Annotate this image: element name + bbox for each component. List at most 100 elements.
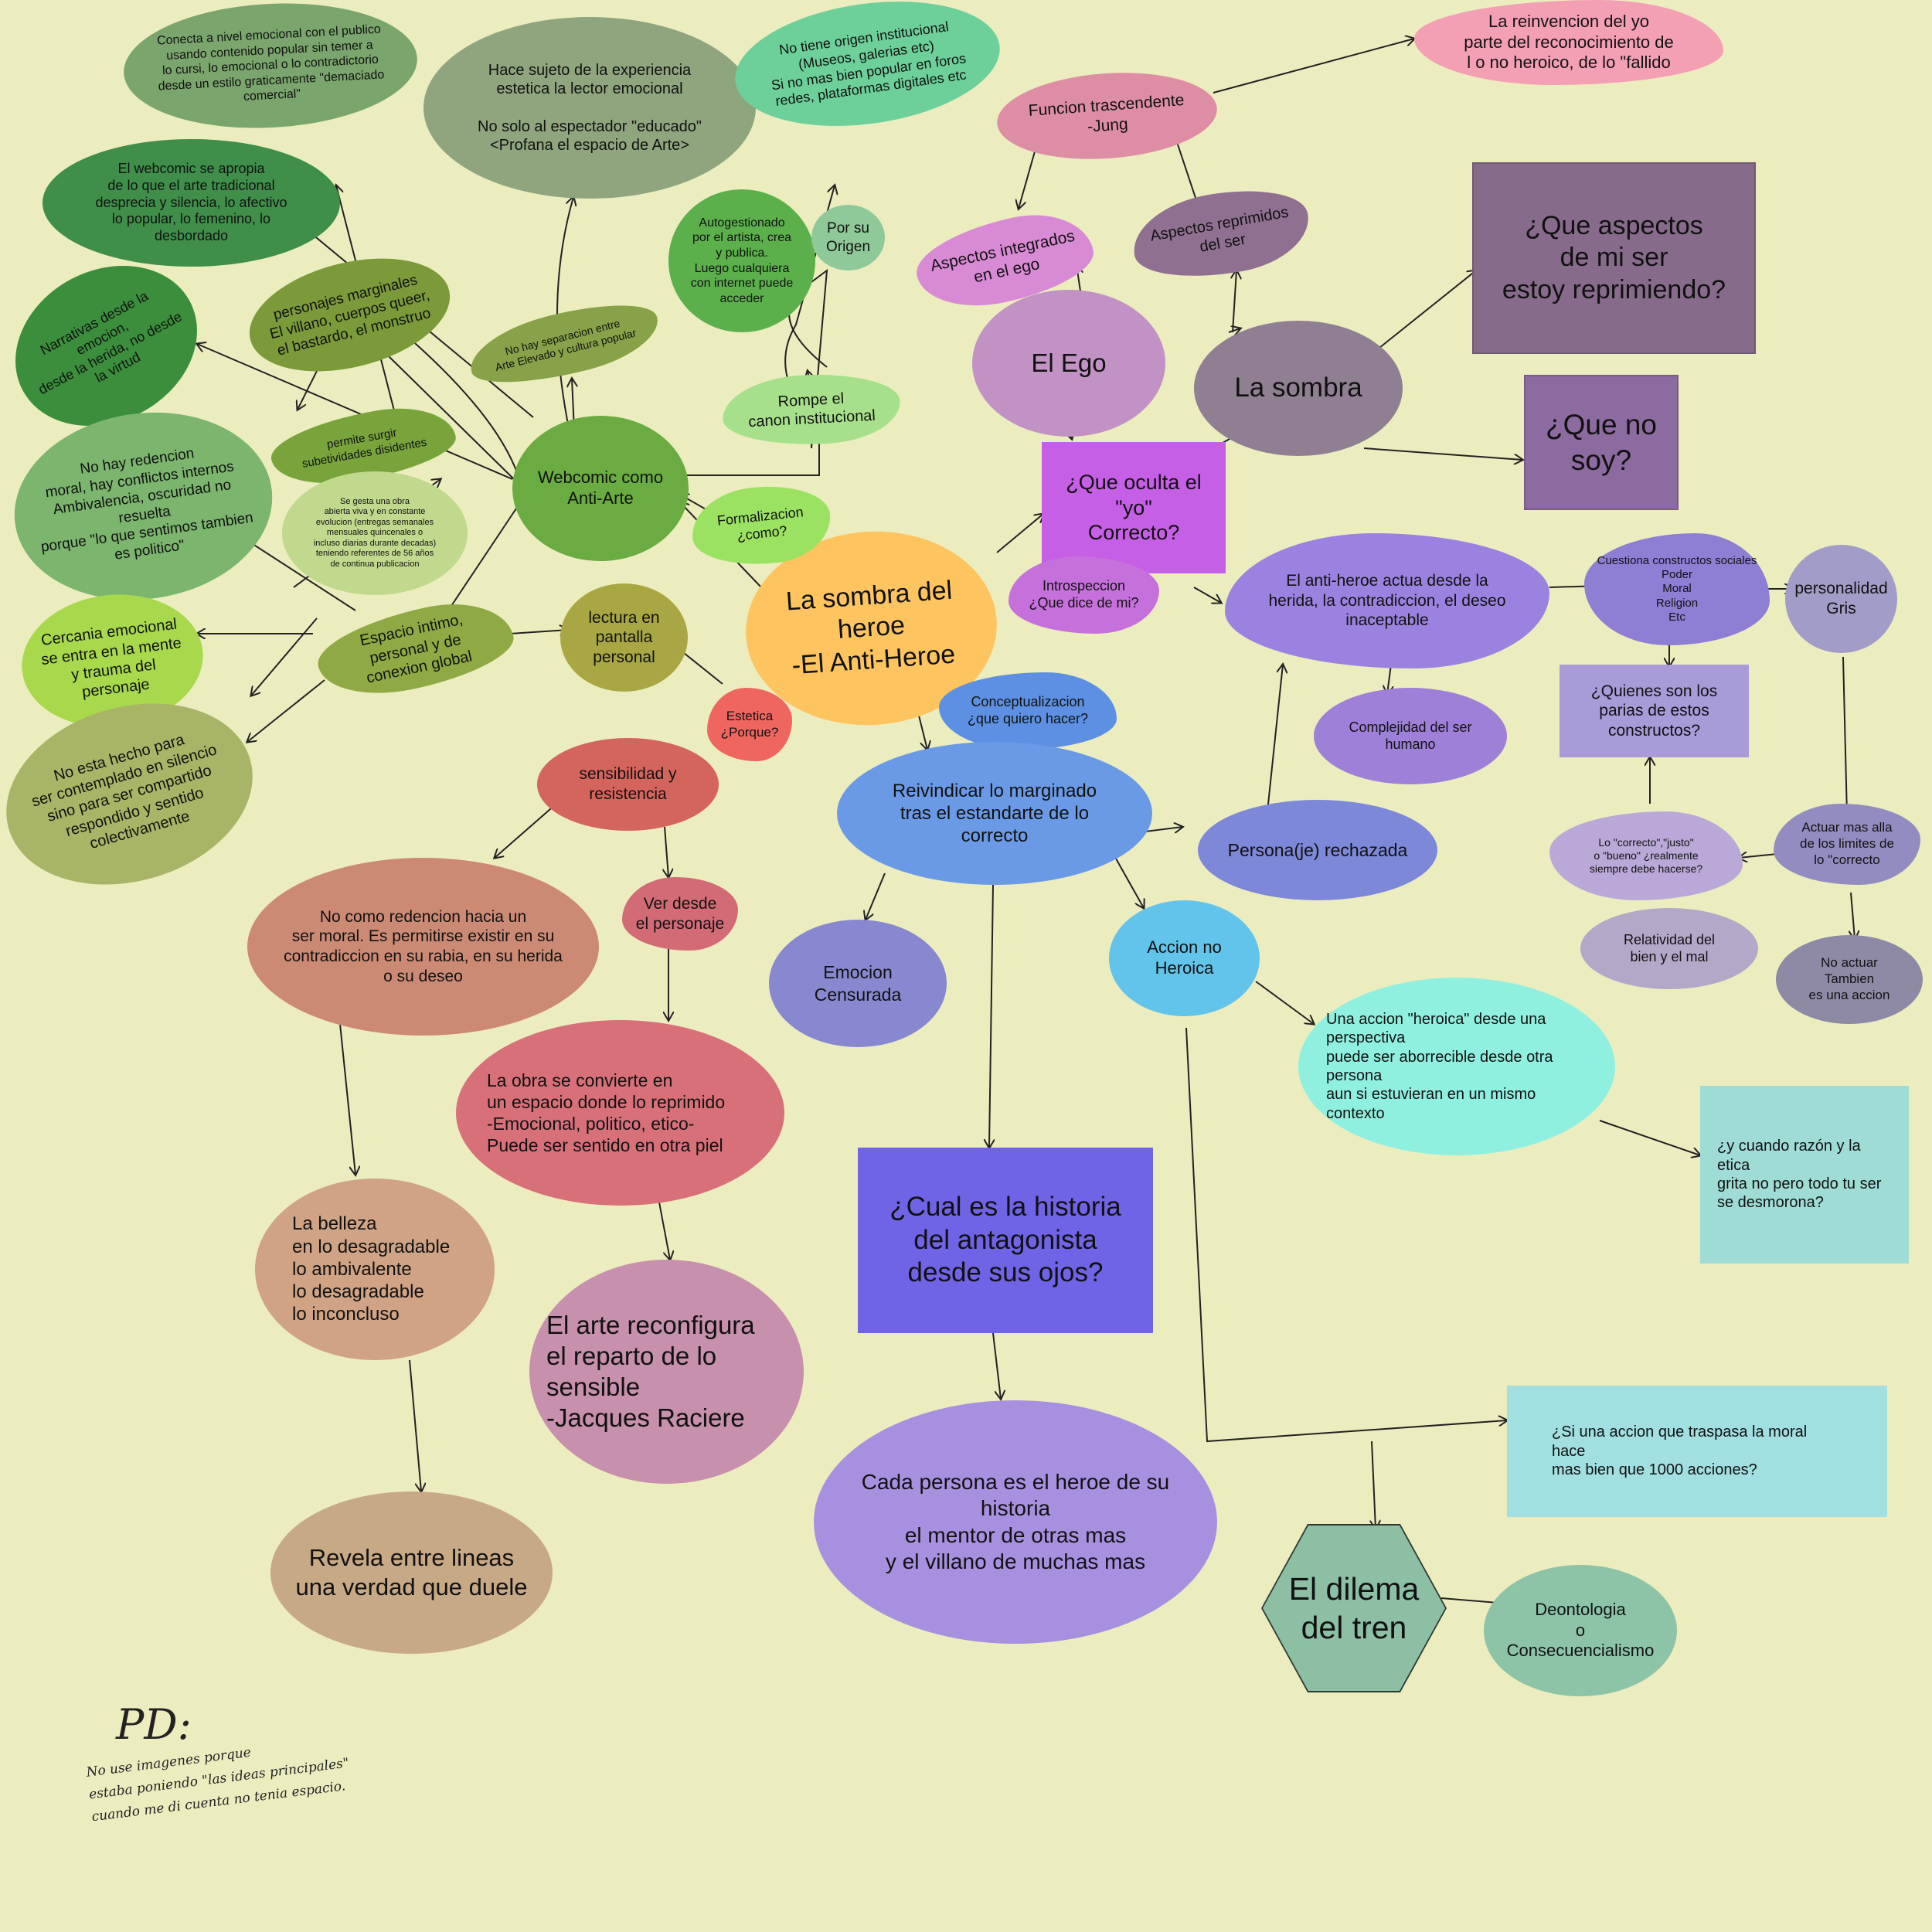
cercania-label: Cercania emocional se entra en la mente …	[39, 615, 182, 702]
que-oculta-node[interactable]: ¿Que oculta el "yo" Correcto?	[1042, 442, 1226, 573]
si-accion-node[interactable]: ¿Si una accion que traspasa la moral hac…	[1507, 1386, 1887, 1517]
actuar-mas-alla-label: Actuar mas alla de los limites de lo "co…	[1800, 820, 1894, 867]
que-no-soy-label: ¿Que no soy?	[1546, 409, 1657, 476]
edge	[409, 1359, 421, 1492]
estetica-label: Estetica ¿Porque?	[720, 708, 779, 740]
no-redencion-label: No hay redencion moral, hay conflictos i…	[39, 445, 255, 564]
cada-persona-node[interactable]: Cada persona es el heroe de su historia …	[814, 1400, 1217, 1644]
emocion-censurada-node[interactable]: Emocion Censurada	[769, 920, 947, 1047]
edge	[1185, 1027, 1507, 1443]
espacio-intimo-label: Espacio intimo, personal y de conexion g…	[358, 611, 474, 687]
reinvencion-node[interactable]: La reinvencion del yo parte del reconoci…	[1414, 0, 1723, 85]
cuando-razon-node[interactable]: ¿y cuando razón y la etica grita no pero…	[1700, 1086, 1909, 1264]
accion-heroica-perspectiva-node[interactable]: Una accion "heroica" desde una perspecti…	[1298, 978, 1615, 1155]
edge	[665, 826, 668, 877]
apropia-node[interactable]: El webcomic se apropia de lo que el arte…	[43, 139, 340, 267]
aspectos-reprimidos-label: Aspectos reprimidos del ser	[1148, 203, 1290, 256]
revela-label: Revela entre lineas una verdad que duele	[295, 1544, 528, 1600]
edge	[680, 434, 819, 476]
que-aspectos-node[interactable]: ¿Que aspectos de mi ser estoy reprimiend…	[1472, 162, 1756, 354]
no-redencion-moral-label: No como redencion hacia un ser moral. Es…	[284, 907, 563, 985]
edge	[495, 803, 557, 858]
postscript-title: PD:	[116, 1700, 192, 1749]
obra-espacio-node[interactable]: La obra se convierte en un espacio donde…	[456, 1020, 784, 1206]
formalizacion-label: Formalizacion ¿como?	[716, 504, 804, 544]
cual-historia-node[interactable]: ¿Cual es la historia del antagonista des…	[858, 1148, 1153, 1333]
apropia-label: El webcomic se apropia de lo que el arte…	[95, 160, 287, 244]
autogestion-node[interactable]: Autogestionado por el artista, crea y pu…	[668, 189, 815, 332]
la-sombra-label: La sombra	[1234, 372, 1362, 403]
actuar-mas-alla-node[interactable]: Actuar mas alla de los limites de lo "co…	[1774, 804, 1920, 885]
revela-node[interactable]: Revela entre lineas una verdad que duele	[270, 1492, 553, 1654]
deontologia-label: Deontologia o Consecuencialismo	[1506, 1599, 1655, 1661]
no-actuar-label: No actuar Tambien es una accion	[1808, 955, 1890, 1002]
lo-correcto-justo-label: Lo "correcto","justo" o "bueno" ¿realmen…	[1589, 835, 1703, 876]
surgir-label: permite surgir subetividades disidentes	[301, 426, 428, 471]
edge	[1213, 39, 1414, 94]
edge	[1228, 328, 1240, 332]
que-no-soy-node[interactable]: ¿Que no soy?	[1524, 375, 1679, 510]
cuestiona-node[interactable]: Cuestiona constructos sociales Poder Mor…	[1584, 533, 1770, 645]
edge	[1233, 270, 1236, 333]
cual-historia-label: ¿Cual es la historia del antagonista des…	[889, 1191, 1121, 1288]
accion-no-heroica-label: Accion no Heroica	[1147, 937, 1222, 978]
conceptualizacion-node[interactable]: Conceptualizacion ¿que quiero hacer?	[939, 672, 1117, 750]
ver-desde-label: Ver desde el personaje	[635, 894, 725, 933]
deontologia-node[interactable]: Deontologia o Consecuencialismo	[1484, 1565, 1677, 1696]
que-oculta-label: ¿Que oculta el "yo" Correcto?	[1066, 470, 1202, 545]
relatividad-node[interactable]: Relatividad del bien y el mal	[1580, 908, 1758, 989]
cuando-razon-label: ¿y cuando razón y la etica grita no pero…	[1717, 1138, 1882, 1212]
edge	[339, 1023, 355, 1175]
postscript-note: PD: No use imagenes porque estaba ponien…	[85, 1700, 363, 1839]
la-sombra-node[interactable]: La sombra	[1194, 321, 1403, 456]
reivindicar-label: Reivindicar lo marginado tras el estanda…	[892, 780, 1097, 847]
estetica-node[interactable]: Estetica ¿Porque?	[707, 688, 792, 761]
edge	[1379, 270, 1476, 349]
lo-correcto-justo-node[interactable]: Lo "correcto","justo" o "bueno" ¿realmen…	[1549, 811, 1743, 900]
complejidad-node[interactable]: Complejidad del ser humano	[1314, 688, 1507, 784]
sensibilidad-label: sensibilidad y resistencia	[579, 765, 677, 803]
ver-desde-node[interactable]: Ver desde el personaje	[622, 877, 738, 951]
reivindicar-node[interactable]: Reivindicar lo marginado tras el estanda…	[837, 742, 1152, 885]
personalidad-gris-node[interactable]: personalidad Gris	[1785, 545, 1897, 653]
introspeccion-node[interactable]: Introspeccion ¿Que dice de mi?	[1009, 556, 1159, 634]
edge	[866, 872, 886, 920]
edge	[1255, 981, 1314, 1024]
edge	[989, 884, 993, 1148]
introspeccion-label: Introspeccion ¿Que dice de mi?	[1029, 578, 1139, 611]
edge	[1372, 1440, 1376, 1529]
persona-rechazada-label: Persona(je) rechazada	[1227, 839, 1408, 860]
conecta-label: Conecta a nivel emocional con el publico…	[156, 22, 385, 104]
dilema-inner: El dilema del tren	[1263, 1526, 1445, 1691]
narrativas-label: Narrativas desde la emocion, desde la he…	[36, 287, 185, 397]
por-su-origen-node[interactable]: Por su Origen	[811, 205, 885, 270]
belleza-node[interactable]: La belleza en lo desagradable lo ambival…	[255, 1179, 495, 1360]
edge	[1599, 1120, 1700, 1155]
edge	[1739, 854, 1778, 858]
personalidad-gris-label: personalidad Gris	[1794, 580, 1888, 617]
reinvencion-label: La reinvencion del yo parte del reconoci…	[1464, 11, 1674, 73]
edge	[1267, 665, 1283, 812]
sensibilidad-node[interactable]: sensibilidad y resistencia	[537, 738, 719, 831]
edge	[247, 679, 325, 742]
persona-rechazada-node[interactable]: Persona(je) rechazada	[1198, 800, 1437, 900]
webcomic-node[interactable]: Webcomic como Anti-Arte	[512, 416, 689, 561]
anti-heroe-actua-node[interactable]: El anti-heroe actua desde la herida, la …	[1225, 533, 1549, 668]
arte-reconfigura-node[interactable]: El arte reconfigura el reparto de lo sen…	[529, 1260, 804, 1484]
quienes-parias-label: ¿Quienes son los parias de estos constru…	[1590, 682, 1718, 740]
webcomic-label: Webcomic como Anti-Arte	[537, 468, 664, 508]
no-actuar-node[interactable]: No actuar Tambien es una accion	[1776, 935, 1923, 1024]
el-ego-node[interactable]: El Ego	[972, 290, 1165, 437]
conceptualizacion-label: Conceptualizacion ¿que quiero hacer?	[967, 694, 1089, 726]
no-redencion-moral-node[interactable]: No como redencion hacia un ser moral. Es…	[247, 858, 599, 1036]
quienes-parias-node[interactable]: ¿Quienes son los parias de estos constru…	[1560, 665, 1749, 757]
edge	[992, 1332, 1001, 1399]
accion-no-heroica-node[interactable]: Accion no Heroica	[1109, 900, 1260, 1016]
gesta-node[interactable]: Se gesta una obra abierta viva y en cons…	[282, 471, 468, 595]
edge	[197, 344, 513, 480]
dilema-node[interactable]: El dilema del tren	[1261, 1524, 1447, 1692]
hace-sujeto-node[interactable]: Hace sujeto de la experiencia estetica l…	[423, 17, 756, 199]
rompe-label: Rompe el canon institucional	[747, 389, 876, 431]
lectura-node[interactable]: lectura en pantalla personal	[560, 583, 688, 692]
